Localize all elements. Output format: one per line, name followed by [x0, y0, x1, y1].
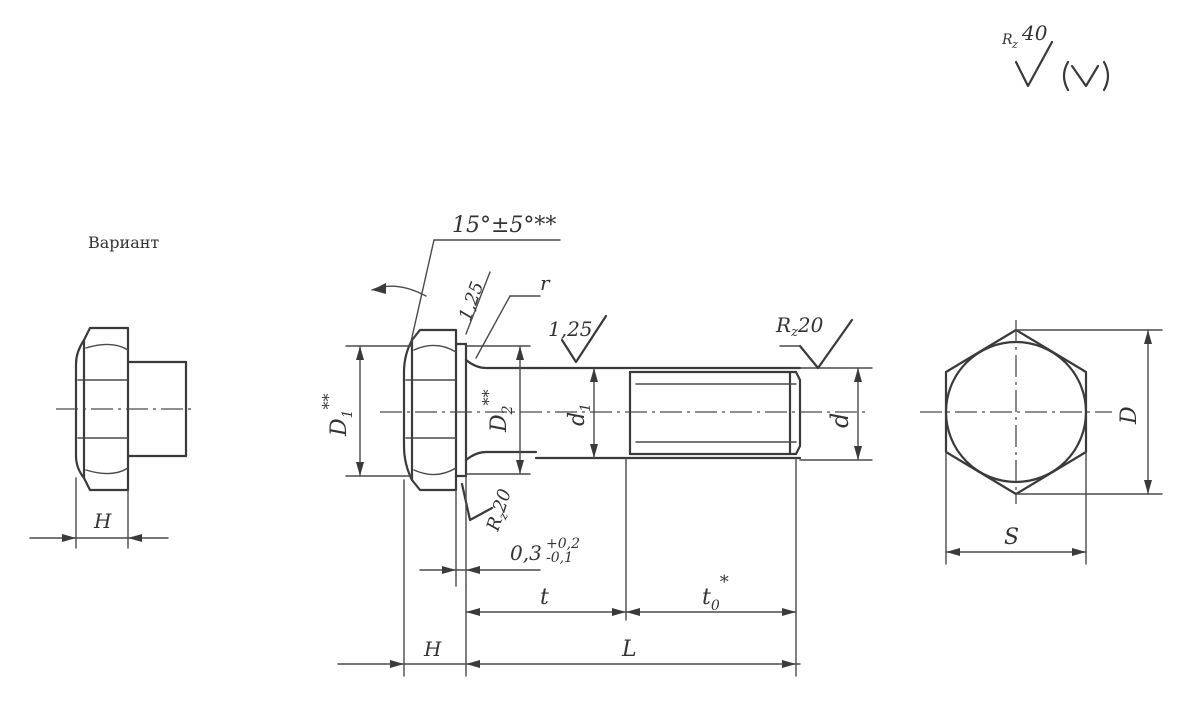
- gap-lower-tol: -0,1: [546, 550, 573, 566]
- variant-h-label: H: [93, 509, 112, 533]
- roughness-shank-label: 1,25: [548, 317, 593, 341]
- general-roughness-symbol: R z 40: [1001, 21, 1110, 92]
- variant-label: Вариант: [88, 233, 159, 252]
- gap-upper-tol: +0,2: [546, 536, 580, 552]
- d2-star-label: D2**: [479, 389, 516, 433]
- t-label: t: [540, 585, 549, 610]
- d-thread-label: d: [826, 413, 854, 428]
- d1-shank-label: d1: [565, 403, 594, 426]
- gap-label: 0,3: [510, 541, 542, 565]
- roughness-face-label: Rz20: [775, 313, 824, 340]
- roughness-main-value: 40: [1021, 21, 1048, 45]
- s-across-flats-label: S: [1004, 525, 1019, 550]
- roughness-small-check: [1070, 64, 1100, 88]
- chamfer-label: 1,25: [455, 279, 488, 324]
- l-length-label: L: [621, 637, 637, 662]
- angle-label: 15°±5°**: [452, 213, 556, 238]
- close-paren: [1102, 60, 1110, 92]
- roughness-check-mark: [1014, 40, 1054, 88]
- roughness-main-sub: z: [1011, 38, 1018, 51]
- t0-label: t0*: [702, 572, 729, 614]
- r-label: r: [540, 271, 551, 295]
- roughness-main-prefix: R: [1001, 32, 1013, 48]
- open-paren: [1062, 60, 1070, 92]
- d-across-corners-label: D: [1117, 406, 1142, 425]
- d1-star-label: D1**: [319, 393, 356, 437]
- bolt-main-view: D1** D2** d1 d 15°±5°** 1,25 r: [319, 213, 873, 677]
- variant-head-view: H: [29, 326, 196, 549]
- hex-end-view: D S: [920, 320, 1163, 565]
- h-main-label: H: [423, 637, 442, 661]
